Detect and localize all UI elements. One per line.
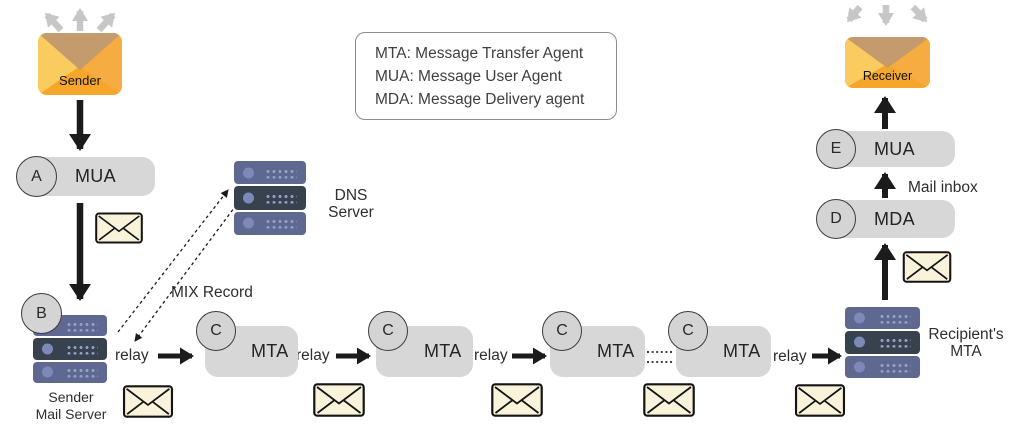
mail-envelope-icon	[95, 212, 143, 244]
recipient-mta-server-icon	[845, 307, 920, 378]
legend-line-mua: MUA: Message User Agent	[375, 68, 562, 85]
recipient-mta-label: Recipient's MTA	[928, 326, 1004, 360]
node-c2-badge: C	[368, 311, 408, 351]
mail-envelope-icon	[491, 383, 543, 417]
dns-query-response-arrows	[117, 189, 241, 342]
node-c4-badge: C	[668, 311, 708, 351]
legend-line-mta: MTA: Message Transfer Agent	[375, 45, 584, 62]
relay-label-3: relay	[474, 347, 508, 364]
receiver-label: Receiver	[862, 69, 913, 83]
mail-envelope-icon	[643, 383, 695, 417]
node-mta-3: MTA	[550, 326, 645, 377]
receiver-incoming-arrows-icon	[846, 4, 928, 26]
legend-line-mda: MDA: Message Delivery agent	[375, 91, 585, 108]
mix-record-label: MIX Record	[171, 284, 253, 301]
node-b-badge: B	[21, 293, 62, 334]
sender-broadcast-arrows-icon	[44, 8, 116, 33]
mail-inbox-label: Mail inbox	[908, 179, 978, 196]
mail-envelope-icon	[902, 251, 952, 283]
node-e-badge: E	[816, 129, 856, 169]
sender-envelope-icon: Sender	[38, 33, 122, 95]
mta-continuation-dots	[647, 351, 674, 363]
legend-box: MTA: Message Transfer Agent MUA: Message…	[355, 32, 617, 120]
node-a-badge: A	[16, 156, 57, 197]
relay-label-4: relay	[773, 348, 807, 365]
relay-label-1: relay	[115, 347, 149, 364]
mail-envelope-icon	[793, 384, 847, 417]
receiver-envelope-icon: Receiver	[845, 37, 930, 88]
node-c3-badge: C	[542, 311, 582, 351]
node-d-badge: D	[816, 199, 856, 239]
mail-envelope-icon	[313, 383, 365, 417]
node-c1-badge: C	[196, 311, 236, 351]
node-mua-sender-label: MUA	[75, 166, 116, 186]
dns-server-icon	[234, 161, 306, 235]
sender-mail-server-label: Sender Mail Server	[35, 389, 107, 422]
sender-label: Sender	[59, 73, 101, 88]
mail-envelope-icon	[122, 385, 174, 418]
relay-label-2: relay	[296, 347, 330, 364]
dns-server-label: DNS Server	[328, 187, 374, 221]
